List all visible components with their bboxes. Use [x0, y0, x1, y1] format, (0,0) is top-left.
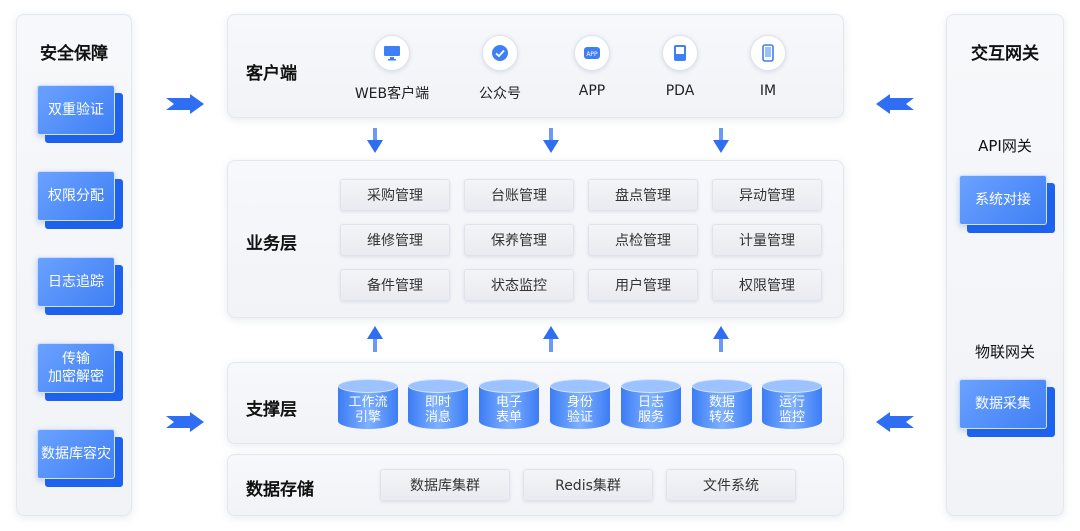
biz-item[interactable]: 用户管理	[588, 269, 698, 301]
app-icon: APP	[574, 35, 610, 71]
security-title: 安全保障	[40, 44, 108, 64]
security-panel: 安全保障 双重验证 权限分配 日志追踪 传输 加密解密 数据库容灾	[16, 14, 132, 516]
support-item-forward[interactable]: 数据 转发	[692, 379, 752, 433]
monitor-icon	[374, 35, 410, 71]
business-layer-title: 业务层	[246, 234, 297, 254]
wechat-official-icon	[482, 35, 518, 71]
support-item-auth[interactable]: 身份 验证	[550, 379, 610, 433]
arrow-down-icon	[543, 128, 559, 153]
storage-layer-title: 数据存储	[246, 480, 314, 500]
arrow-down-icon	[367, 128, 383, 153]
arrow-down-icon	[713, 128, 729, 153]
security-item-encryption[interactable]: 传输 加密解密	[37, 343, 123, 401]
client-pda[interactable]: PDA	[640, 35, 720, 99]
iot-gateway-label: 物联网关	[974, 343, 1035, 361]
storage-item[interactable]: 数据库集群	[380, 469, 510, 501]
gateway-item-data-collection[interactable]: 数据采集	[959, 379, 1055, 437]
biz-item[interactable]: 盘点管理	[588, 179, 698, 211]
security-item-db-disaster[interactable]: 数据库容灾	[37, 429, 123, 487]
support-item-im[interactable]: 即时 消息	[408, 379, 468, 433]
gateway-item-system-docking[interactable]: 系统对接	[959, 175, 1055, 233]
api-gateway-label: API网关	[978, 137, 1032, 155]
security-item-log-trace[interactable]: 日志追踪	[37, 257, 123, 315]
client-official-account[interactable]: 公众号	[460, 35, 540, 103]
storage-item[interactable]: Redis集群	[523, 469, 653, 501]
biz-item[interactable]: 点检管理	[588, 224, 698, 256]
storage-layer-panel: 数据存储 数据库集群 Redis集群 文件系统	[227, 454, 844, 516]
biz-item[interactable]: 采购管理	[340, 179, 450, 211]
arrow-up-icon	[543, 326, 559, 352]
arrow-left-icon	[876, 94, 914, 114]
biz-item[interactable]: 异动管理	[712, 179, 822, 211]
pda-icon	[662, 35, 698, 71]
svg-text:APP: APP	[586, 51, 598, 58]
arrow-up-icon	[367, 326, 383, 352]
biz-item[interactable]: 保养管理	[464, 224, 574, 256]
biz-item[interactable]: 计量管理	[712, 224, 822, 256]
arrow-right-icon	[166, 412, 204, 432]
support-layer-panel: 支撑层 工作流 引擎 即时 消息 电子 表单 身份 验证 日志 服务 数据 转发…	[227, 362, 844, 444]
client-im[interactable]: IM	[728, 35, 808, 99]
biz-item[interactable]: 状态监控	[464, 269, 574, 301]
mobile-icon	[750, 35, 786, 71]
arrow-up-icon	[713, 326, 729, 352]
security-item-dual-auth[interactable]: 双重验证	[37, 85, 123, 143]
support-item-workflow[interactable]: 工作流 引擎	[338, 379, 398, 433]
support-item-monitor[interactable]: 运行 监控	[762, 379, 822, 433]
biz-item[interactable]: 备件管理	[340, 269, 450, 301]
client-app[interactable]: APP APP	[552, 35, 632, 99]
support-item-log[interactable]: 日志 服务	[621, 379, 681, 433]
security-item-permission[interactable]: 权限分配	[37, 171, 123, 229]
client-web[interactable]: WEB客户端	[352, 35, 432, 103]
client-layer-title: 客户端	[246, 64, 297, 84]
biz-item[interactable]: 权限管理	[712, 269, 822, 301]
arrow-left-icon	[876, 412, 914, 432]
business-layer-panel: 业务层 采购管理 台账管理 盘点管理 异动管理 维修管理 保养管理 点检管理 计…	[227, 160, 844, 318]
support-item-eform[interactable]: 电子 表单	[479, 379, 539, 433]
gateway-title: 交互网关	[971, 44, 1039, 64]
biz-item[interactable]: 维修管理	[340, 224, 450, 256]
gateway-panel: 交互网关 API网关 系统对接 物联网关 数据采集	[946, 14, 1064, 516]
arrow-right-icon	[166, 94, 204, 114]
storage-item[interactable]: 文件系统	[666, 469, 796, 501]
support-layer-title: 支撑层	[246, 400, 297, 420]
biz-item[interactable]: 台账管理	[464, 179, 574, 211]
client-layer-panel: 客户端 WEB客户端 公众号 APP APP PDA IM	[227, 14, 844, 118]
